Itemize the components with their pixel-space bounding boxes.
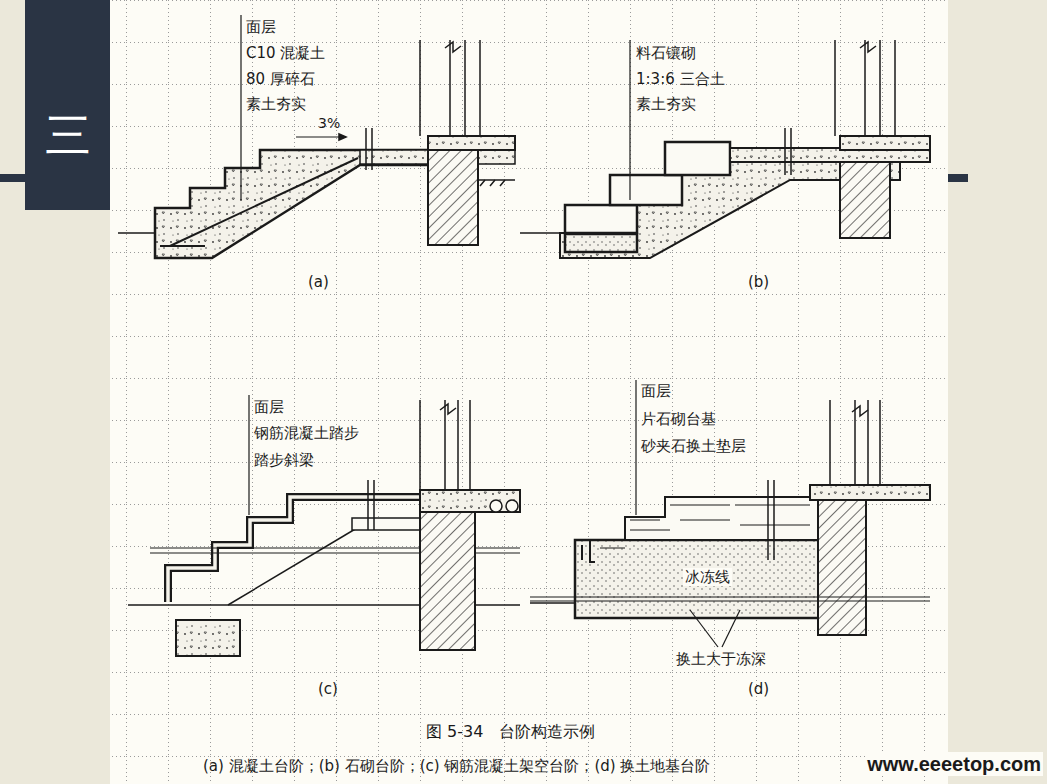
layer-label: C10 混凝土 (246, 44, 325, 62)
figure-letter: (d) (748, 680, 769, 698)
layer-label: 素土夯实 (246, 95, 306, 113)
figure-letter: (a) (308, 273, 329, 291)
layer-label: 砂夹石换土垫层 (641, 437, 746, 455)
layer-label: 1:3:6 三合土 (636, 70, 725, 88)
layer-label: 片石砌台基 (641, 410, 716, 428)
figure-caption: (a) 混凝土台阶；(b) 石砌台阶；(c) 钢筋混凝土架空台阶；(d) 换土地… (203, 757, 710, 775)
layer-label: 面层 (246, 18, 276, 36)
layer-label: 面层 (641, 382, 671, 400)
layer-label: 80 厚碎石 (246, 70, 315, 88)
layer-label: 面层 (254, 398, 284, 416)
figure-letter: (c) (318, 680, 338, 698)
layer-label: 踏步斜梁 (254, 451, 314, 469)
figure-title: 图 5-34 台阶构造示例 (426, 722, 595, 741)
figure-letter: (b) (748, 273, 769, 291)
section-number: 三 (45, 112, 91, 158)
note-label: 换土大于冻深 (676, 650, 766, 668)
watermark: www.eeeetop.com (865, 752, 1043, 776)
section-tab: 三 (25, 0, 110, 210)
layer-label: 素土夯实 (636, 95, 696, 113)
layer-label: 料石镶砌 (636, 44, 696, 62)
line-label: 冰冻线 (683, 568, 732, 586)
slope-label: 3% (318, 115, 340, 132)
layer-label: 钢筋混凝土踏步 (254, 424, 359, 442)
